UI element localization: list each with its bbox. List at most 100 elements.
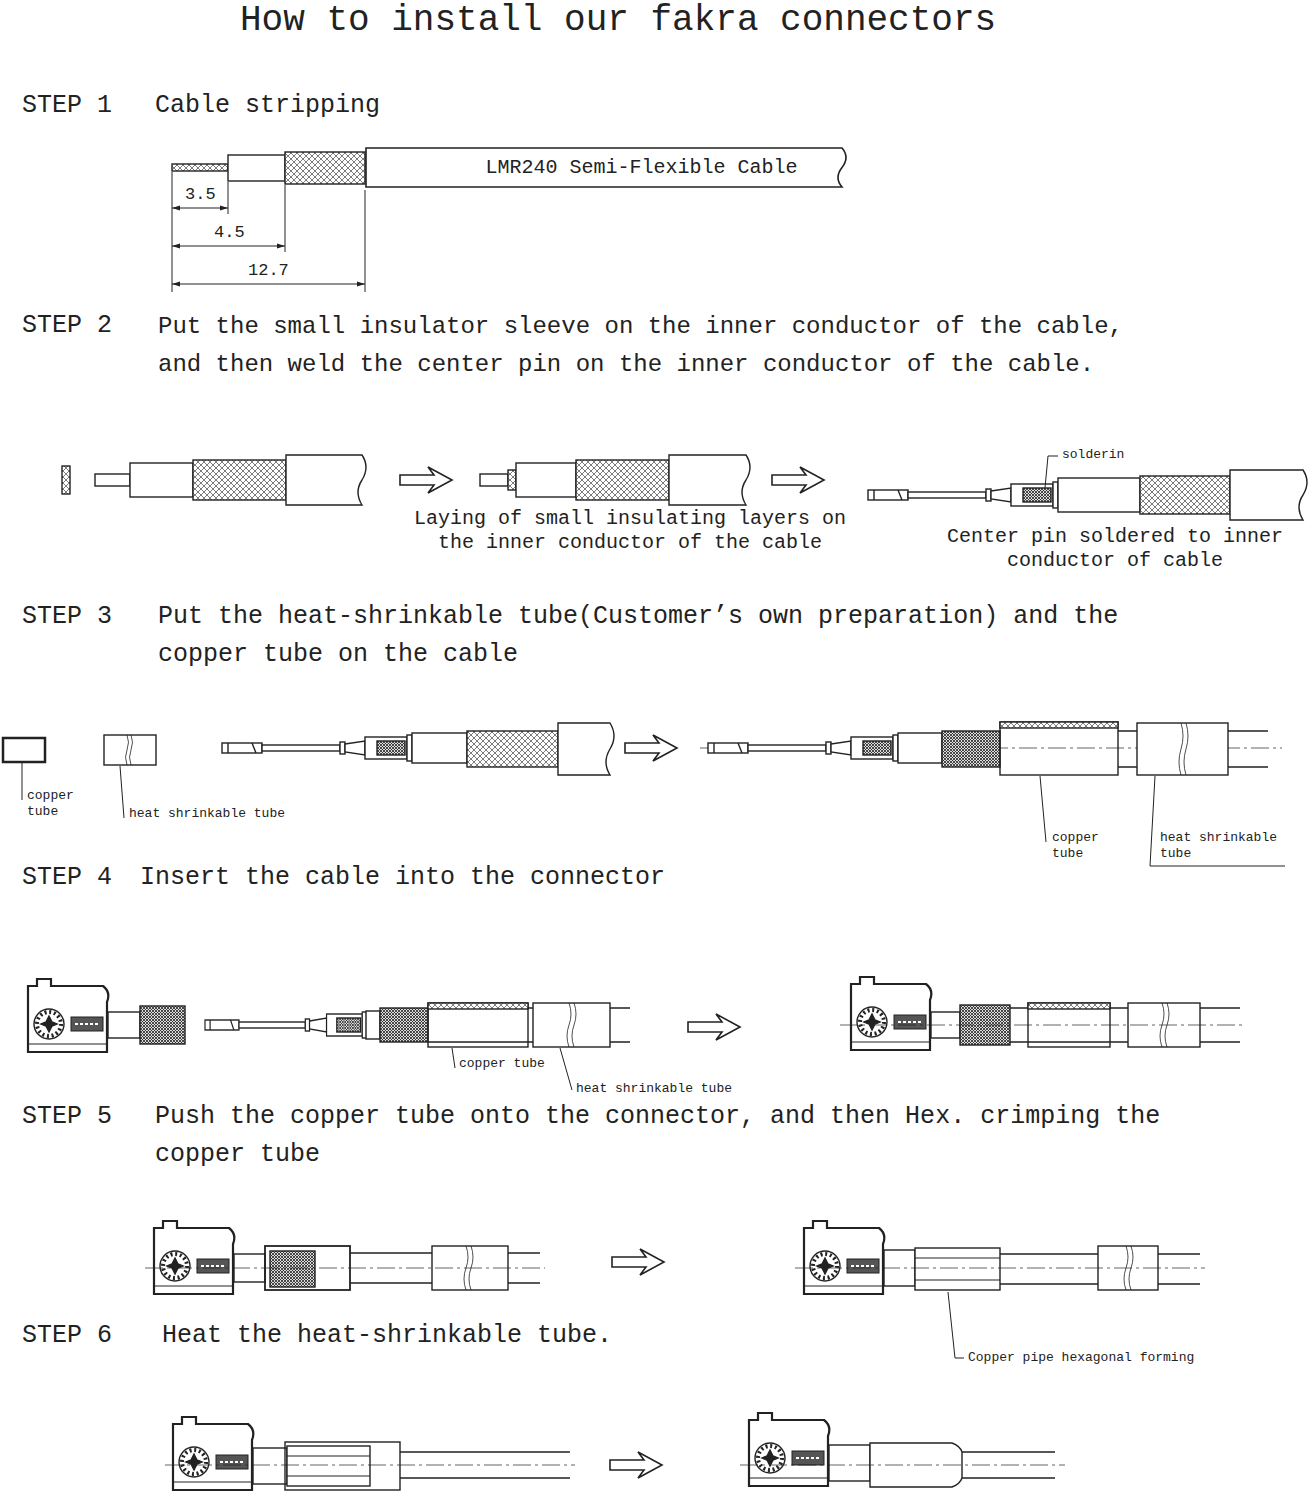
step4-drawing bbox=[366, 1011, 380, 1039]
stripped-cable bbox=[285, 152, 365, 184]
step2-drawing bbox=[508, 470, 516, 490]
step5-drawing bbox=[915, 1258, 1000, 1280]
step2-drawing bbox=[868, 482, 1058, 508]
dimension-lines bbox=[365, 190, 366, 292]
dimension-lines bbox=[172, 246, 285, 247]
dimension-lines bbox=[172, 172, 173, 292]
cable-jacket: LMR240 Semi-Flexible Cable bbox=[365, 147, 848, 188]
step3-drawing bbox=[708, 735, 898, 761]
step2-drawing bbox=[286, 455, 366, 505]
dimension-lines bbox=[285, 185, 286, 252]
part-label: copper tube bbox=[1052, 830, 1102, 862]
step2-drawing bbox=[62, 466, 70, 494]
caption-text: Center pin soldered to inner conductor o… bbox=[940, 525, 1290, 573]
step6-drawing bbox=[287, 1456, 370, 1476]
step5-drawing bbox=[795, 1268, 1205, 1269]
step4-drawing bbox=[452, 1048, 572, 1090]
step3-drawing bbox=[1000, 722, 1118, 775]
step4-drawing bbox=[840, 1025, 1245, 1026]
step6-drawing bbox=[285, 1442, 400, 1490]
stripped-cable bbox=[228, 155, 285, 181]
cable-name: LMR240 Semi-Flexible Cable bbox=[485, 156, 797, 179]
step-number: STEP 3 bbox=[22, 598, 112, 636]
step6-drawing bbox=[173, 1417, 253, 1490]
step6-drawing bbox=[749, 1413, 829, 1486]
step3-drawing bbox=[3, 738, 45, 762]
caption-text: Laying of small insulating layers on the… bbox=[405, 507, 855, 555]
step3-drawing bbox=[558, 723, 614, 775]
step2-drawing bbox=[130, 463, 193, 497]
step3-drawing bbox=[412, 733, 467, 763]
step6-drawing bbox=[165, 1465, 575, 1466]
step5-drawing bbox=[948, 1292, 964, 1358]
step3-drawing bbox=[222, 735, 412, 761]
step-heading: Heat the heat-shrinkable tube. bbox=[162, 1318, 612, 1354]
step4-drawing bbox=[140, 1006, 185, 1044]
part-label: heat shrinkable tube bbox=[1160, 830, 1285, 862]
step5-drawing bbox=[612, 1249, 664, 1275]
dimension-lines bbox=[228, 182, 229, 214]
step4-drawing bbox=[380, 1008, 428, 1042]
step-heading: Put the small insulator sleeve on the in… bbox=[158, 308, 1148, 384]
step2-drawing bbox=[576, 460, 669, 500]
dimension-lines bbox=[172, 172, 365, 292]
step-heading: Insert the cable into the connector bbox=[140, 860, 665, 896]
step2-drawing bbox=[1140, 476, 1230, 514]
step6-drawing bbox=[829, 1445, 870, 1481]
step4-drawing bbox=[428, 1003, 528, 1047]
step3-drawing bbox=[1000, 722, 1118, 728]
step-heading: Cable stripping bbox=[155, 88, 380, 124]
part-label: copper tube bbox=[27, 788, 77, 820]
step4-drawing bbox=[567, 1003, 576, 1047]
step6-drawing bbox=[610, 1452, 662, 1478]
step5-drawing bbox=[145, 1268, 545, 1269]
step2-drawing bbox=[1045, 456, 1058, 488]
step4-drawing bbox=[28, 979, 108, 1052]
step6-drawing bbox=[740, 1465, 1065, 1466]
step4-drawing bbox=[851, 977, 931, 1050]
step3-drawing bbox=[942, 731, 1000, 767]
part-label: heat shrinkable tube bbox=[576, 1081, 732, 1097]
step4-drawing bbox=[1028, 1003, 1110, 1009]
step5-drawing bbox=[145, 1221, 1205, 1358]
step3-drawing bbox=[1137, 723, 1228, 775]
step4-drawing bbox=[205, 1012, 367, 1038]
callout-label: solderin bbox=[1062, 447, 1124, 463]
part-label: copper tube bbox=[459, 1056, 545, 1072]
step-number: STEP 2 bbox=[22, 308, 112, 344]
step6-drawing bbox=[253, 1448, 287, 1484]
step-number: STEP 5 bbox=[22, 1098, 112, 1136]
step3-drawing bbox=[625, 735, 677, 761]
step-number: STEP 1 bbox=[22, 88, 112, 124]
dimension: 4.5 bbox=[214, 223, 245, 243]
step-heading: Put the heat-shrinkable tube(Customer’s … bbox=[158, 598, 1158, 674]
part-label: heat shrinkable tube bbox=[129, 806, 285, 822]
step3-drawing bbox=[1040, 776, 1285, 866]
step3-drawing bbox=[104, 735, 156, 765]
step6-drawing bbox=[287, 1446, 370, 1486]
dimension-lines bbox=[172, 284, 365, 285]
step3-drawing bbox=[126, 735, 133, 765]
step2-drawing bbox=[772, 467, 824, 493]
step2-drawing bbox=[1230, 470, 1307, 520]
page-title: How to install our fakra connectors bbox=[240, 0, 996, 42]
step-number: STEP 6 bbox=[22, 1318, 112, 1354]
step4-drawing bbox=[688, 1014, 740, 1040]
step5-drawing bbox=[154, 1221, 234, 1294]
dimension: 12.7 bbox=[248, 261, 289, 281]
step-number: STEP 4 bbox=[22, 860, 112, 896]
step2-drawing bbox=[480, 474, 508, 486]
step4-drawing bbox=[108, 1012, 140, 1038]
step6-drawing bbox=[165, 1413, 1065, 1490]
step4-drawing bbox=[533, 1003, 610, 1047]
step2-drawing bbox=[669, 455, 750, 505]
step2-drawing bbox=[400, 467, 452, 493]
step3-drawing bbox=[898, 733, 942, 763]
step4-drawing bbox=[205, 1012, 367, 1038]
step4-drawing bbox=[28, 977, 1245, 1090]
step2-drawing bbox=[95, 474, 130, 486]
step3-drawing bbox=[467, 731, 558, 767]
step2-drawing bbox=[1058, 478, 1140, 512]
step3-drawing bbox=[3, 722, 1285, 866]
